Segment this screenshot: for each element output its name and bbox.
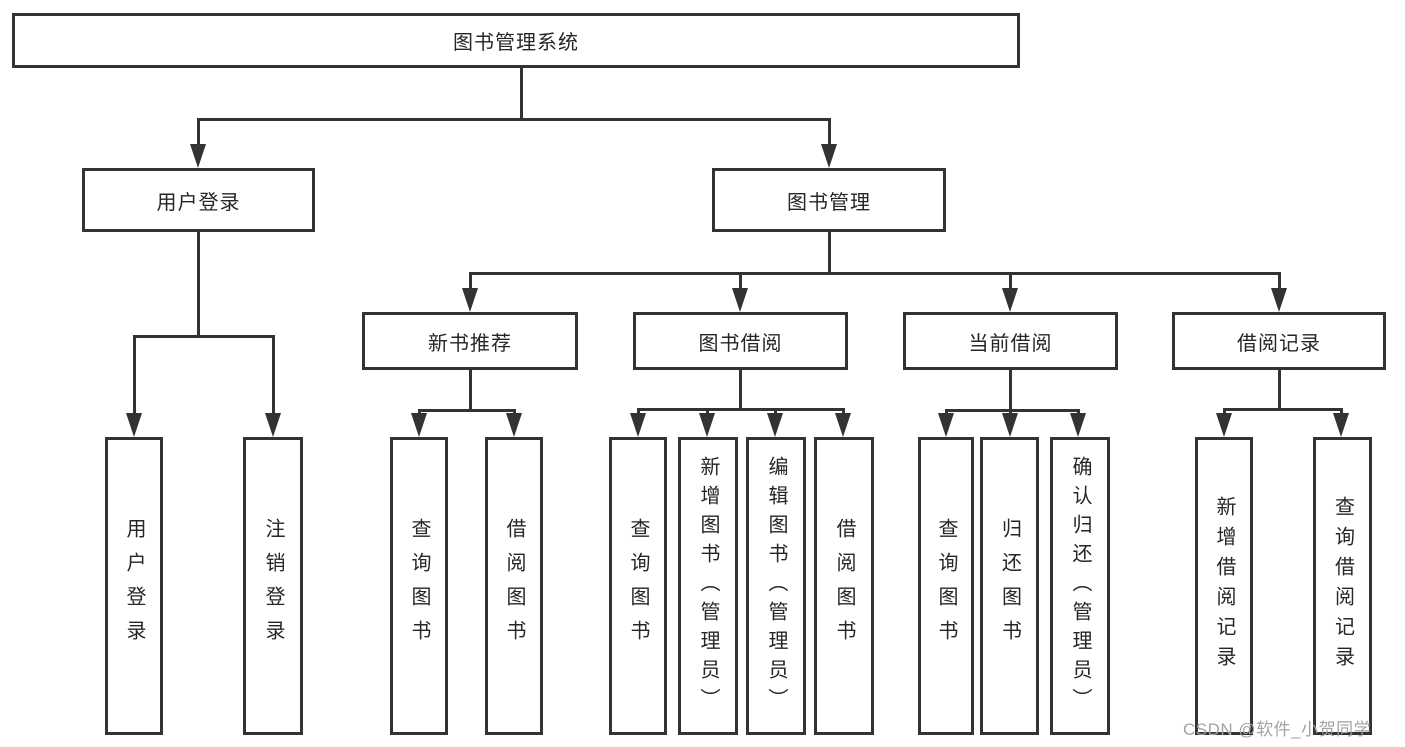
connector-line bbox=[1077, 409, 1080, 415]
leaf-borrow-books-recommend: 借阅图书 bbox=[485, 437, 543, 735]
leaf-query-books-borrowing: 查询图书 bbox=[609, 437, 667, 735]
arrowhead-down-icon bbox=[190, 144, 206, 168]
connector-line bbox=[272, 335, 275, 415]
leaf-add-borrow-record: 新增借阅记录 bbox=[1195, 437, 1253, 735]
arrowhead-down-icon bbox=[1216, 413, 1232, 437]
arrowhead-down-icon bbox=[1002, 288, 1018, 312]
leaf-edit-books-admin: 编辑图书（管理员） bbox=[746, 437, 806, 735]
connector-line bbox=[739, 272, 742, 290]
connector-line bbox=[418, 409, 421, 415]
connector-line bbox=[637, 408, 845, 411]
connector-line bbox=[469, 272, 1281, 275]
node-new-book-recommendation: 新书推荐 bbox=[362, 312, 578, 370]
leaf-query-books-current: 查询图书 bbox=[918, 437, 974, 735]
connector-line bbox=[828, 118, 831, 146]
connector-line bbox=[133, 335, 275, 338]
leaf-add-books-admin: 新增图书（管理员） bbox=[678, 437, 738, 735]
connector-line bbox=[469, 272, 472, 290]
arrowhead-down-icon bbox=[938, 413, 954, 437]
connector-line bbox=[197, 118, 200, 146]
connector-line bbox=[1009, 409, 1012, 415]
connector-line bbox=[637, 408, 640, 415]
connector-line bbox=[828, 232, 831, 272]
connector-line bbox=[197, 118, 831, 121]
connector-line bbox=[520, 68, 523, 118]
connector-line bbox=[1340, 408, 1343, 415]
node-user-login: 用户登录 bbox=[82, 168, 315, 232]
connector-line bbox=[842, 408, 845, 415]
connector-line bbox=[1223, 408, 1342, 411]
arrowhead-down-icon bbox=[767, 413, 783, 437]
connector-line bbox=[513, 409, 516, 415]
arrowhead-down-icon bbox=[821, 144, 837, 168]
arrowhead-down-icon bbox=[630, 413, 646, 437]
csdn-watermark: CSDN @软件_小贺同学 bbox=[1183, 720, 1372, 739]
connector-line bbox=[1223, 408, 1226, 415]
connector-line bbox=[418, 409, 516, 412]
connector-line bbox=[1009, 272, 1012, 290]
node-book-borrowing: 图书借阅 bbox=[633, 312, 848, 370]
connector-line bbox=[945, 409, 1080, 412]
leaf-query-books-recommend: 查询图书 bbox=[390, 437, 448, 735]
connector-line bbox=[1009, 370, 1012, 409]
leaf-user-login: 用户登录 bbox=[105, 437, 163, 735]
arrowhead-down-icon bbox=[126, 413, 142, 437]
connector-line bbox=[739, 370, 742, 408]
connector-line bbox=[1278, 370, 1281, 408]
arrowhead-down-icon bbox=[1002, 413, 1018, 437]
leaf-borrow-books-borrowing: 借阅图书 bbox=[814, 437, 874, 735]
node-borrowing-records: 借阅记录 bbox=[1172, 312, 1386, 370]
arrowhead-down-icon bbox=[265, 413, 281, 437]
connector-line bbox=[1278, 272, 1281, 290]
arrowhead-down-icon bbox=[462, 288, 478, 312]
node-book-management: 图书管理 bbox=[712, 168, 946, 232]
arrowhead-down-icon bbox=[1271, 288, 1287, 312]
connector-line bbox=[469, 370, 472, 409]
arrowhead-down-icon bbox=[411, 413, 427, 437]
connector-line bbox=[945, 409, 948, 415]
leaf-return-books: 归还图书 bbox=[980, 437, 1039, 735]
arrowhead-down-icon bbox=[1070, 413, 1086, 437]
arrowhead-down-icon bbox=[732, 288, 748, 312]
connector-line bbox=[774, 408, 777, 415]
arrowhead-down-icon bbox=[1333, 413, 1349, 437]
arrowhead-down-icon bbox=[835, 413, 851, 437]
leaf-query-borrow-record: 查询借阅记录 bbox=[1313, 437, 1372, 735]
node-root-library-management-system: 图书管理系统 bbox=[12, 13, 1020, 68]
arrowhead-down-icon bbox=[506, 413, 522, 437]
connector-line bbox=[197, 232, 200, 335]
node-current-borrowing: 当前借阅 bbox=[903, 312, 1118, 370]
connector-line bbox=[133, 335, 136, 415]
leaf-confirm-return-admin: 确认归还（管理员） bbox=[1050, 437, 1110, 735]
leaf-logout: 注销登录 bbox=[243, 437, 303, 735]
arrowhead-down-icon bbox=[699, 413, 715, 437]
connector-line bbox=[706, 408, 709, 415]
